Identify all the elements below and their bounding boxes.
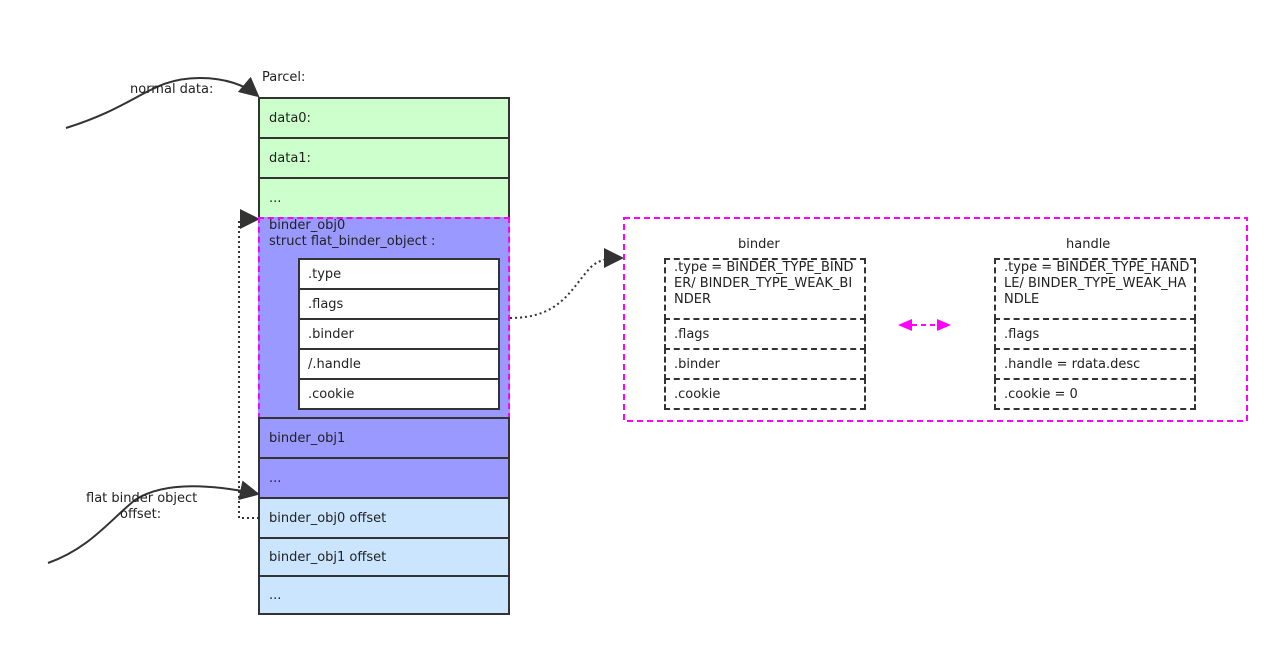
struct-field-handle: /.handle bbox=[298, 348, 500, 380]
parcel-label: Parcel: bbox=[262, 70, 306, 85]
struct-field-flags: .flags bbox=[298, 288, 500, 320]
handle-side-title: handle bbox=[1066, 237, 1111, 252]
parcel-row-obj0-offset: binder_obj0 offset bbox=[258, 497, 510, 539]
obj-to-detail-link bbox=[509, 248, 624, 319]
binder-obj0-struct: struct flat_binder_object : bbox=[269, 234, 436, 249]
binder-side-title: binder bbox=[738, 237, 780, 252]
handle-side-type: .type = BINDER_TYPE_HANDLE/ BINDER_TYPE_… bbox=[994, 258, 1196, 320]
struct-field-cookie: .cookie bbox=[298, 378, 500, 410]
flat-offset-label-line1: flat binder object bbox=[86, 491, 198, 506]
binder-side-type: .type = BINDER_TYPE_BINDER/ BINDER_TYPE_… bbox=[664, 258, 866, 320]
normal-data-label: normal data: bbox=[130, 82, 214, 97]
binder-side-binder: .binder bbox=[664, 348, 866, 380]
offset-to-obj-link bbox=[238, 209, 260, 519]
parcel-row-data1: data1: bbox=[258, 137, 510, 179]
normal-data-arrow bbox=[65, 76, 260, 129]
parcel-row-obj1-offset: binder_obj1 offset bbox=[258, 537, 510, 577]
parcel-row-obj-ellipsis: ... bbox=[258, 457, 510, 499]
binder-side-cookie: .cookie bbox=[664, 378, 866, 410]
struct-field-binder: .binder bbox=[298, 318, 500, 350]
binder-side-flags: .flags bbox=[664, 318, 866, 350]
handle-side-flags: .flags bbox=[994, 318, 1196, 350]
parcel-row-data0: data0: bbox=[258, 97, 510, 139]
flat-offset-arrow bbox=[47, 480, 260, 564]
parcel-row-ellipsis: ... bbox=[258, 177, 510, 219]
parcel-row-offset-ellipsis: ... bbox=[258, 575, 510, 615]
binder-obj0-title: binder_obj0 bbox=[269, 218, 346, 233]
parcel-row-binder-obj1: binder_obj1 bbox=[258, 417, 510, 459]
handle-side-handle: .handle = rdata.desc bbox=[994, 348, 1196, 380]
flat-offset-label-line2: offset: bbox=[120, 507, 162, 522]
handle-side-cookie: .cookie = 0 bbox=[994, 378, 1196, 410]
detail-container-border bbox=[623, 217, 1248, 422]
struct-field-type: .type bbox=[298, 258, 500, 290]
